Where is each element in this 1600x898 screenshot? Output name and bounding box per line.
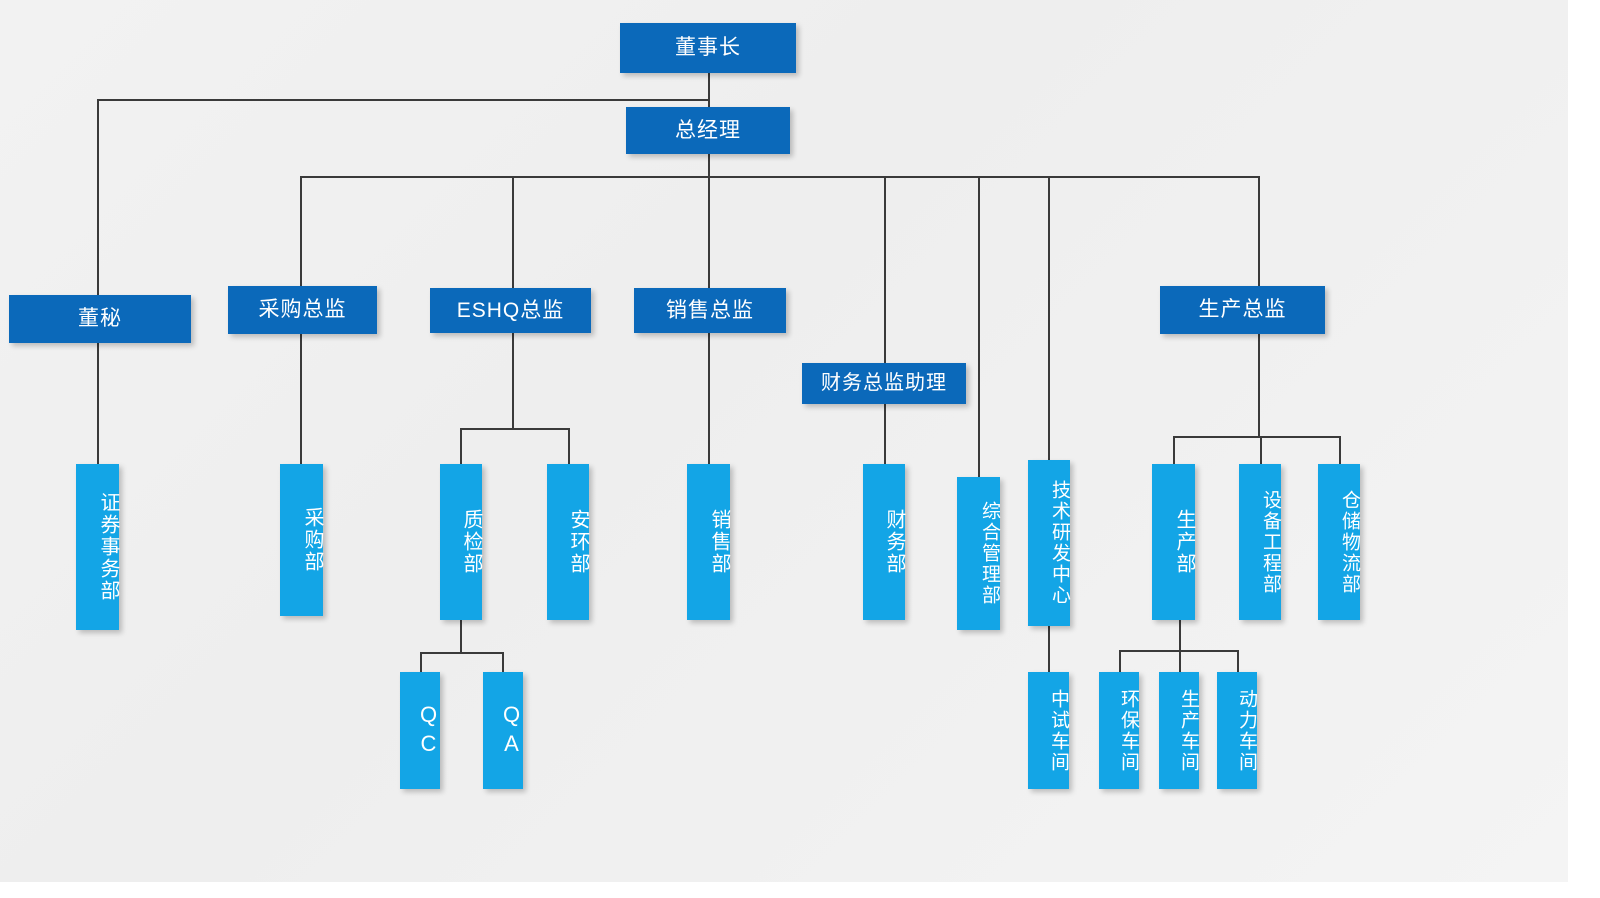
node-finance-director-assistant-label: 财务总监助理 — [821, 372, 947, 395]
connector-drop-purchasing-director — [300, 176, 302, 286]
node-purchasing-director[interactable]: 采购总监 — [228, 286, 377, 334]
node-production-dept-label: 生产部 — [1173, 509, 1195, 575]
node-general-management-dept[interactable]: 综合管理部 — [957, 477, 1000, 630]
connector-drop-eshq-director — [512, 176, 514, 288]
connector-purchasing-director-to-dept — [300, 334, 302, 464]
connector-chairman-stem — [708, 72, 710, 112]
node-pilot-workshop[interactable]: 中试车间 — [1028, 672, 1069, 789]
connector-secretary-drop — [97, 99, 99, 295]
connector-drop-finance-assistant — [884, 176, 886, 363]
page-edge-right — [1568, 0, 1600, 898]
node-general-management-dept-label: 综合管理部 — [979, 501, 1000, 606]
connector-drop-sales-director — [708, 176, 710, 288]
connector-drop-qa — [502, 652, 504, 673]
node-eshq-director-label: ESHQ总监 — [456, 298, 565, 322]
node-production-director[interactable]: 生产总监 — [1160, 286, 1325, 334]
node-qc[interactable]: QC — [400, 672, 441, 789]
connector-drop-production-dept — [1173, 436, 1175, 464]
node-environmental-workshop-label: 环保车间 — [1118, 688, 1139, 773]
node-equipment-engineering-dept-label: 设备工程部 — [1260, 489, 1281, 595]
node-production-workshop-label: 生产车间 — [1178, 688, 1199, 773]
connector-drop-production-director — [1258, 176, 1260, 286]
node-securities-affairs-dept[interactable]: 证券事务部 — [76, 464, 119, 630]
node-qa[interactable]: QA — [483, 672, 524, 789]
connector-quality-stem — [460, 620, 462, 653]
node-qa-label: QA — [499, 701, 524, 760]
node-safety-environment-dept-label: 安环部 — [567, 509, 589, 575]
node-power-workshop[interactable]: 动力车间 — [1217, 672, 1257, 789]
connector-sales-director-to-dept — [708, 333, 710, 464]
connector-chairman-to-secretary-h — [97, 99, 710, 101]
connector-drop-rnd-center — [1048, 176, 1050, 460]
node-pilot-workshop-label: 中试车间 — [1048, 688, 1069, 773]
connector-production-stem — [1258, 334, 1260, 437]
node-production-workshop[interactable]: 生产车间 — [1159, 672, 1199, 789]
node-eshq-director[interactable]: ESHQ总监 — [430, 288, 591, 333]
connector-drop-power-workshop — [1237, 650, 1239, 673]
connector-eshq-stem — [512, 333, 514, 429]
node-chairman-label: 董事长 — [675, 36, 741, 60]
node-rnd-center[interactable]: 技术研发中心 — [1028, 460, 1070, 626]
page-edge-bottom — [0, 882, 1600, 898]
connector-eshq-bus — [460, 428, 570, 430]
connector-drop-environmental-workshop — [1119, 650, 1121, 673]
node-finance-director-assistant[interactable]: 财务总监助理 — [802, 363, 966, 404]
node-quality-inspection-dept-label: 质检部 — [460, 509, 482, 575]
node-production-dept[interactable]: 生产部 — [1152, 464, 1195, 620]
node-purchasing-dept-label: 采购部 — [301, 507, 323, 573]
node-board-secretary-label: 董秘 — [78, 307, 122, 331]
node-sales-director[interactable]: 销售总监 — [634, 288, 786, 333]
node-chairman[interactable]: 董事长 — [620, 23, 796, 73]
node-power-workshop-label: 动力车间 — [1236, 688, 1257, 773]
node-environmental-workshop[interactable]: 环保车间 — [1099, 672, 1139, 789]
node-finance-dept[interactable]: 财务部 — [863, 464, 905, 620]
node-purchasing-director-label: 采购总监 — [258, 298, 347, 322]
node-sales-director-label: 销售总监 — [666, 298, 754, 322]
connector-production-dept-stem — [1179, 620, 1181, 651]
connector-gm-stem — [708, 153, 710, 177]
node-sales-dept-label: 销售部 — [708, 509, 730, 575]
node-general-manager-label: 总经理 — [675, 118, 741, 142]
connector-quality-bus — [420, 652, 504, 654]
connector-gm-bus — [300, 176, 1260, 178]
connector-drop-production-workshop — [1179, 650, 1181, 673]
connector-finance-assistant-to-dept — [884, 404, 886, 464]
node-securities-affairs-dept-label: 证券事务部 — [97, 492, 119, 602]
connector-production-bus — [1173, 436, 1341, 438]
node-finance-dept-label: 财务部 — [883, 509, 905, 575]
connector-drop-equipment-engineering — [1260, 436, 1262, 464]
connector-drop-safety-environment — [568, 428, 570, 464]
node-equipment-engineering-dept[interactable]: 设备工程部 — [1239, 464, 1281, 620]
node-sales-dept[interactable]: 销售部 — [687, 464, 730, 620]
connector-secretary-to-securities — [97, 343, 99, 464]
connector-rnd-to-pilot-workshop — [1048, 626, 1050, 673]
node-production-director-label: 生产总监 — [1198, 298, 1287, 322]
node-board-secretary[interactable]: 董秘 — [9, 295, 191, 343]
node-quality-inspection-dept[interactable]: 质检部 — [440, 464, 482, 620]
node-rnd-center-label: 技术研发中心 — [1049, 480, 1070, 606]
connector-drop-warehouse-logistics — [1339, 436, 1341, 464]
node-purchasing-dept[interactable]: 采购部 — [280, 464, 323, 616]
node-general-manager[interactable]: 总经理 — [626, 107, 790, 154]
node-qc-label: QC — [416, 701, 441, 760]
node-safety-environment-dept[interactable]: 安环部 — [547, 464, 589, 620]
node-warehouse-logistics-dept-label: 仓储物流部 — [1339, 489, 1360, 595]
connector-drop-general-management — [978, 176, 980, 477]
connector-drop-quality-inspection — [460, 428, 462, 464]
node-warehouse-logistics-dept[interactable]: 仓储物流部 — [1318, 464, 1360, 620]
connector-drop-qc — [420, 652, 422, 673]
